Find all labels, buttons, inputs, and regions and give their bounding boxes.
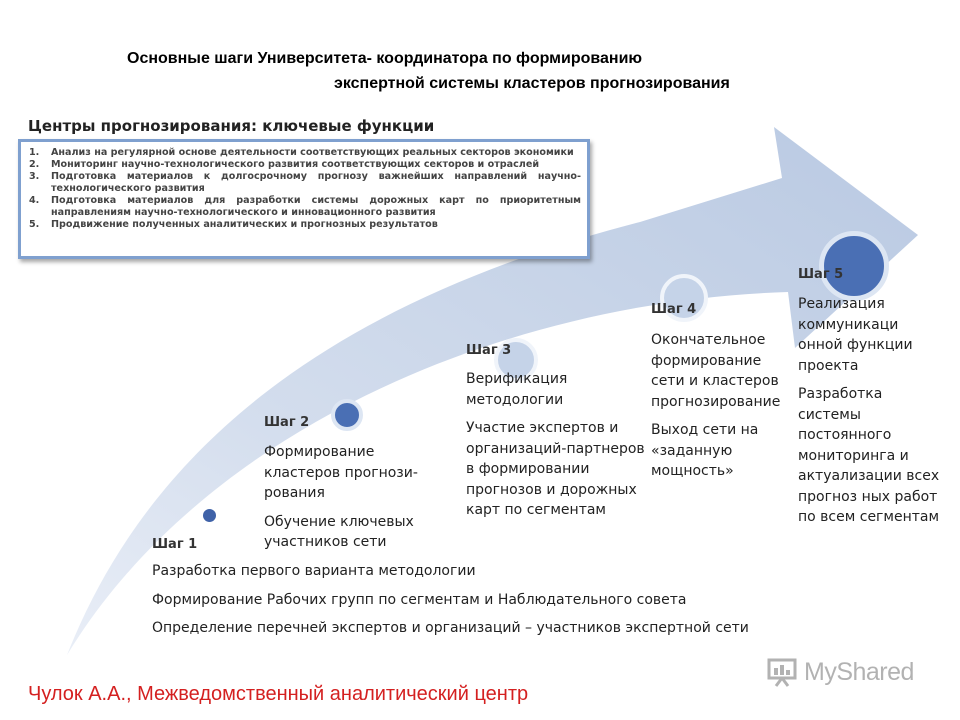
function-number: 3. <box>29 171 40 182</box>
function-text: Подготовка материалов для разработки сис… <box>51 195 581 218</box>
step1-line: Определение перечней экспертов и организ… <box>152 620 749 636</box>
presentation-icon <box>767 658 797 687</box>
page-title-line2: экспертной системы кластеров прогнозиров… <box>334 75 730 92</box>
footer-author: Чулок А.А., Межведомственный аналитическ… <box>28 683 529 705</box>
arrow-shape <box>67 127 918 655</box>
function-text: Продвижение полученных аналитических и п… <box>51 219 438 230</box>
step4-title: Шаг 4 <box>651 302 697 317</box>
function-text: Анализ на регулярной основе деятельности… <box>51 147 574 158</box>
function-item: 2. Мониторинг научно-технологического раз… <box>29 159 581 171</box>
step3-title: Шаг 3 <box>466 343 512 358</box>
function-item: 1. Анализ на регулярной основе деятельнос… <box>29 147 581 159</box>
step1-node <box>201 507 218 524</box>
step5-text: Разработка системы постоянного мониторин… <box>798 386 940 525</box>
step3-body: Верификация методологии Участие эксперто… <box>466 369 648 529</box>
function-number: 2. <box>29 159 40 170</box>
page-title-line1: Основные шаги Университета- координатора… <box>127 50 643 67</box>
step3-text: Верификация методологии <box>466 371 568 408</box>
step5-node <box>819 231 889 301</box>
step1-line: Разработка первого варианта методологии <box>152 563 476 579</box>
step1-title: Шаг 1 <box>152 537 198 552</box>
function-item: 3. Подготовка материалов к долгосрочному … <box>29 171 581 195</box>
function-text: Мониторинг научно-технологического разви… <box>51 159 540 170</box>
functions-list: 1. Анализ на регулярной основе деятельнос… <box>29 147 581 231</box>
functions-heading: Центры прогнозирования: ключевые функции <box>28 117 435 135</box>
step2-node <box>331 399 363 431</box>
step5-text: Реализация коммуникаци онной функции про… <box>798 296 913 374</box>
watermark: MyShared <box>766 654 914 690</box>
function-item: 5. Продвижение полученных аналитических и… <box>29 219 581 231</box>
step5-body: Реализация коммуникаци онной функции про… <box>798 294 943 536</box>
step2-text: Формирование кластеров прогнози-рования <box>264 444 418 501</box>
step3-node <box>494 338 538 382</box>
function-number: 1. <box>29 147 40 158</box>
step4-text: Выход сети на «заданную мощность» <box>651 422 759 479</box>
step1-line: Формирование Рабочих групп по сегментам … <box>152 592 687 608</box>
step4-text: Окончательное формирование сети и класте… <box>651 332 781 410</box>
functions-box: 1. Анализ на регулярной основе деятельнос… <box>18 139 590 259</box>
function-number: 5. <box>29 219 40 230</box>
step2-body: Формирование кластеров прогнози-рования … <box>264 442 434 561</box>
function-item: 4. Подготовка материалов для разработки с… <box>29 195 581 219</box>
step4-node <box>660 274 708 322</box>
function-text: Подготовка материалов к долгосрочному пр… <box>51 171 581 194</box>
step4-body: Окончательное формирование сети и класте… <box>651 330 781 490</box>
step2-title: Шаг 2 <box>264 415 310 430</box>
step3-text: Участие экспертов и организаций-партнеро… <box>466 420 645 518</box>
function-number: 4. <box>29 195 40 206</box>
step2-text: Обучение ключевых участников сети <box>264 513 414 551</box>
watermark-text: MyShared <box>804 657 914 686</box>
step5-title: Шаг 5 <box>798 267 844 282</box>
